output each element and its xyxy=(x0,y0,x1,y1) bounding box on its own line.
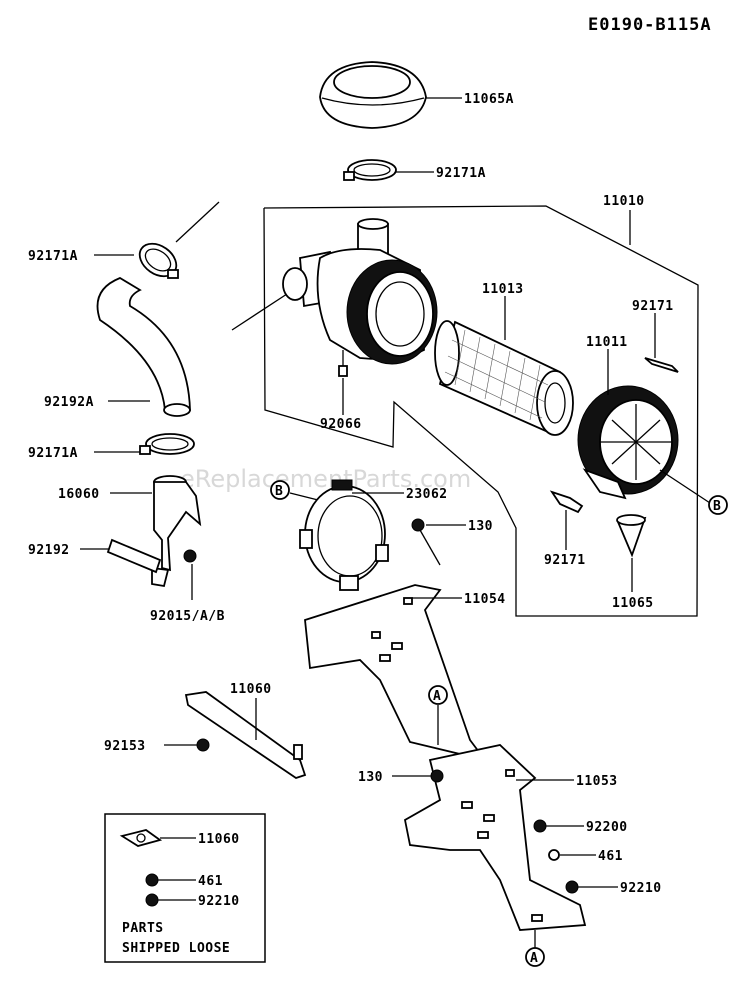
gasket-11060[interactable] xyxy=(119,829,163,847)
callout-16060[interactable]: 16060 xyxy=(58,487,100,502)
svg-text:A: A xyxy=(530,951,538,966)
callout-92171A-mid[interactable]: 92171A xyxy=(28,446,78,461)
callout-11010[interactable]: 11010 xyxy=(603,194,645,209)
intake-hose[interactable] xyxy=(96,276,191,417)
callout-23062[interactable]: 23062 xyxy=(406,487,448,502)
callout-92192[interactable]: 92192 xyxy=(28,543,70,558)
air-cleaner-cap[interactable] xyxy=(319,61,427,129)
tube-92192[interactable] xyxy=(106,538,162,574)
air-cleaner-body[interactable] xyxy=(282,218,438,377)
callout-130-bottom[interactable]: 130 xyxy=(358,770,383,785)
callout-92171A-top[interactable]: 92171A xyxy=(436,166,486,181)
marker-b-left: B xyxy=(270,480,290,500)
leader-marker-b-left xyxy=(289,492,319,501)
callout-11065[interactable]: 11065 xyxy=(612,596,654,611)
svg-text:B: B xyxy=(275,484,283,499)
clip-92171-top[interactable] xyxy=(644,357,679,373)
marker-b-right: B xyxy=(708,495,728,515)
clamp-left-lower[interactable] xyxy=(139,433,195,455)
callout-461-box[interactable]: 461 xyxy=(198,874,223,889)
mounting-band[interactable] xyxy=(299,479,389,591)
bracket-11053[interactable] xyxy=(403,744,587,931)
svg-text:A: A xyxy=(433,689,441,704)
washer-461-box[interactable] xyxy=(145,873,159,887)
marker-a-lower: A xyxy=(525,947,545,967)
nut-92210-box[interactable] xyxy=(145,893,159,907)
callout-92192A[interactable]: 92192A xyxy=(44,395,94,410)
callout-11053[interactable]: 11053 xyxy=(576,774,618,789)
note-line-2: SHIPPED LOOSE xyxy=(122,941,230,956)
callout-11054[interactable]: 11054 xyxy=(464,592,506,607)
bolt-92153[interactable] xyxy=(196,738,210,752)
callout-92153[interactable]: 92153 xyxy=(104,739,146,754)
callout-92066[interactable]: 92066 xyxy=(320,417,362,432)
intake-elbow[interactable] xyxy=(151,475,202,588)
nut-92210-right[interactable] xyxy=(565,880,579,894)
svg-text:B: B xyxy=(713,499,721,514)
nut-92200[interactable] xyxy=(533,819,547,833)
callout-11013[interactable]: 11013 xyxy=(482,282,524,297)
note-line-1: PARTS xyxy=(122,921,164,936)
bracket-11054[interactable] xyxy=(304,584,488,762)
bracket-11060[interactable] xyxy=(184,691,307,779)
callout-92171A-left[interactable]: 92171A xyxy=(28,249,78,264)
callout-92171-bottom[interactable]: 92171 xyxy=(544,553,586,568)
callout-92015[interactable]: 92015/A/B xyxy=(150,609,225,624)
callout-11065A[interactable]: 11065A xyxy=(464,92,514,107)
filter-element[interactable] xyxy=(434,320,574,436)
callout-11060-box[interactable]: 11060 xyxy=(198,832,240,847)
callout-92210-right[interactable]: 92210 xyxy=(620,881,662,896)
diagram-code: E0190-B115A xyxy=(588,15,712,35)
washer-461-right[interactable] xyxy=(548,849,560,861)
parts-shipped-loose-box: 11060 461 92210 PARTS SHIPPED LOOSE xyxy=(104,813,266,963)
clamp-left-upper[interactable] xyxy=(134,237,183,283)
bolt-130-top[interactable] xyxy=(411,518,441,566)
nut-92015[interactable] xyxy=(183,549,197,563)
vacuator-valve[interactable] xyxy=(616,514,647,558)
callout-92200[interactable]: 92200 xyxy=(586,820,628,835)
clamp-top[interactable] xyxy=(343,159,397,181)
marker-a-upper: A xyxy=(428,685,448,705)
air-cleaner-cover[interactable] xyxy=(577,385,679,500)
assembly-outline xyxy=(175,201,699,617)
callout-461-right[interactable]: 461 xyxy=(598,849,623,864)
bolt-130-bottom[interactable] xyxy=(430,769,444,783)
leader-marker-b-right xyxy=(659,469,711,504)
callout-92171-top[interactable]: 92171 xyxy=(632,299,674,314)
callout-130-top[interactable]: 130 xyxy=(468,519,493,534)
callout-11011[interactable]: 11011 xyxy=(586,335,628,350)
callout-11060[interactable]: 11060 xyxy=(230,682,272,697)
callout-92210-box[interactable]: 92210 xyxy=(198,894,240,909)
watermark: eReplacementParts.com xyxy=(180,465,471,493)
clip-92171-bottom[interactable] xyxy=(549,490,584,514)
